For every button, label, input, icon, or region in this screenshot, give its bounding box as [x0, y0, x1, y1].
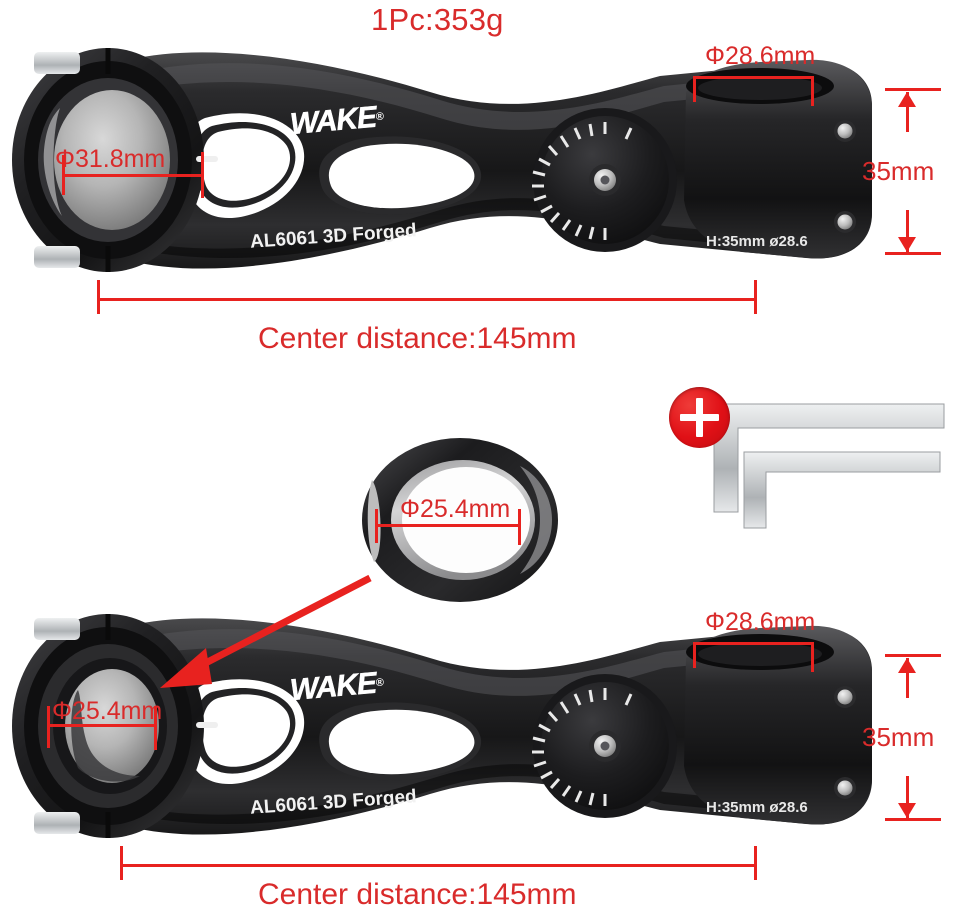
steerer-clamp-bottom: [684, 625, 872, 825]
dim-height-top-label: 35mm: [862, 156, 935, 186]
dim-bar-clamp-bottom-label: Φ25.4mm: [52, 697, 163, 725]
brand-logo-text-bottom: WAKE: [288, 666, 378, 708]
spec-text-bottom: H:35mm ø28.6: [706, 799, 808, 816]
material-text-top: AL6061 3D Forged: [249, 220, 418, 253]
brand-trademark: ®: [375, 110, 385, 124]
plus-badge: [669, 387, 730, 448]
angle-adjust-dial-top: [532, 108, 677, 252]
spec-text-top: H:35mm ø28.6: [706, 233, 808, 250]
dim-shim-label: Φ25.4mm: [400, 495, 511, 523]
brand-trademark-bottom: ®: [375, 676, 385, 690]
material-text-bottom: AL6061 3D Forged: [249, 786, 418, 819]
brand-logo-text: WAKE: [288, 100, 378, 142]
dim-center-distance-top-label: Center distance:145mm: [258, 322, 577, 355]
brand-logo-bottom: WAKE®: [288, 666, 386, 708]
steerer-clamp-top: [684, 59, 872, 259]
dim-steerer-bottom-label: Φ28.6mm: [705, 608, 816, 636]
hex-wrench-set: [713, 403, 945, 529]
dim-steerer-top-label: Φ28.6mm: [705, 42, 816, 70]
dim-center-distance-bottom-label: Center distance:145mm: [258, 878, 577, 911]
angle-adjust-dial-bottom: [532, 674, 677, 818]
weight-label: 1Pc:353g: [371, 2, 504, 37]
dim-height-bottom-label: 35mm: [862, 722, 935, 752]
brand-logo-top: WAKE®: [288, 100, 386, 142]
dim-bar-clamp-top-label: Φ31.8mm: [55, 145, 166, 173]
